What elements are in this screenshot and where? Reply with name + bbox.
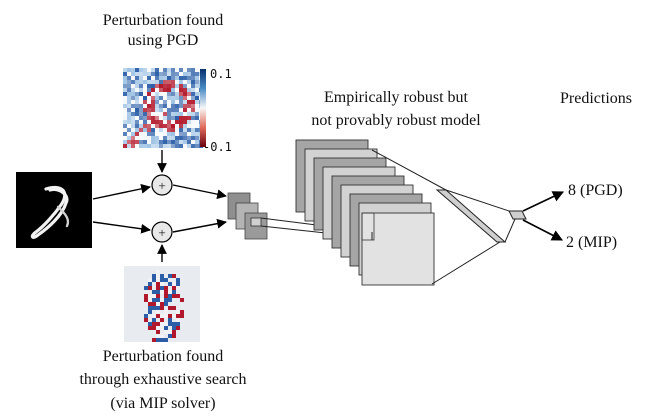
output-layer <box>508 210 527 220</box>
colorbar <box>200 69 206 147</box>
mip-caption-line3: (via MIP solver) <box>110 395 215 412</box>
prediction-mip: 2 (MIP) <box>566 234 617 251</box>
pgd-caption-line2: using PGD <box>128 32 199 49</box>
svg-text:+: + <box>158 178 165 193</box>
arrow-input-to-plus-bottom <box>92 221 151 234</box>
predictions-header: Predictions <box>560 90 632 107</box>
arrow-plus-bottom-to-network <box>172 218 227 233</box>
network-input-stack <box>227 192 268 240</box>
feature-map-stack <box>295 139 435 286</box>
svg-text:+: + <box>158 225 165 240</box>
arrow-to-prediction-pgd <box>522 191 565 212</box>
plus-node-bottom: + <box>151 221 173 243</box>
arrow-plus-top-to-network <box>172 184 227 200</box>
model-caption-line1: Empirically robust but <box>324 89 469 106</box>
colorbar-min-label: -0.1 <box>203 140 232 154</box>
plus-node-top: + <box>151 174 173 196</box>
input-digit-image <box>16 172 92 248</box>
prediction-pgd: 8 (PGD) <box>568 182 623 199</box>
model-caption-line2: not provably robust model <box>311 112 481 129</box>
pgd-caption-line1: Perturbation found <box>103 12 223 29</box>
arrow-input-to-plus-top <box>92 184 151 200</box>
arrow-to-prediction-mip <box>522 219 563 241</box>
mip-caption-line2: through exhaustive search <box>79 371 246 388</box>
dense-layer <box>371 149 516 285</box>
colorbar-max-label: 0.1 <box>210 67 232 81</box>
mip-caption-line1: Perturbation found <box>103 348 223 365</box>
pgd-perturbation-image <box>123 68 203 148</box>
mip-perturbation-image <box>124 266 200 342</box>
